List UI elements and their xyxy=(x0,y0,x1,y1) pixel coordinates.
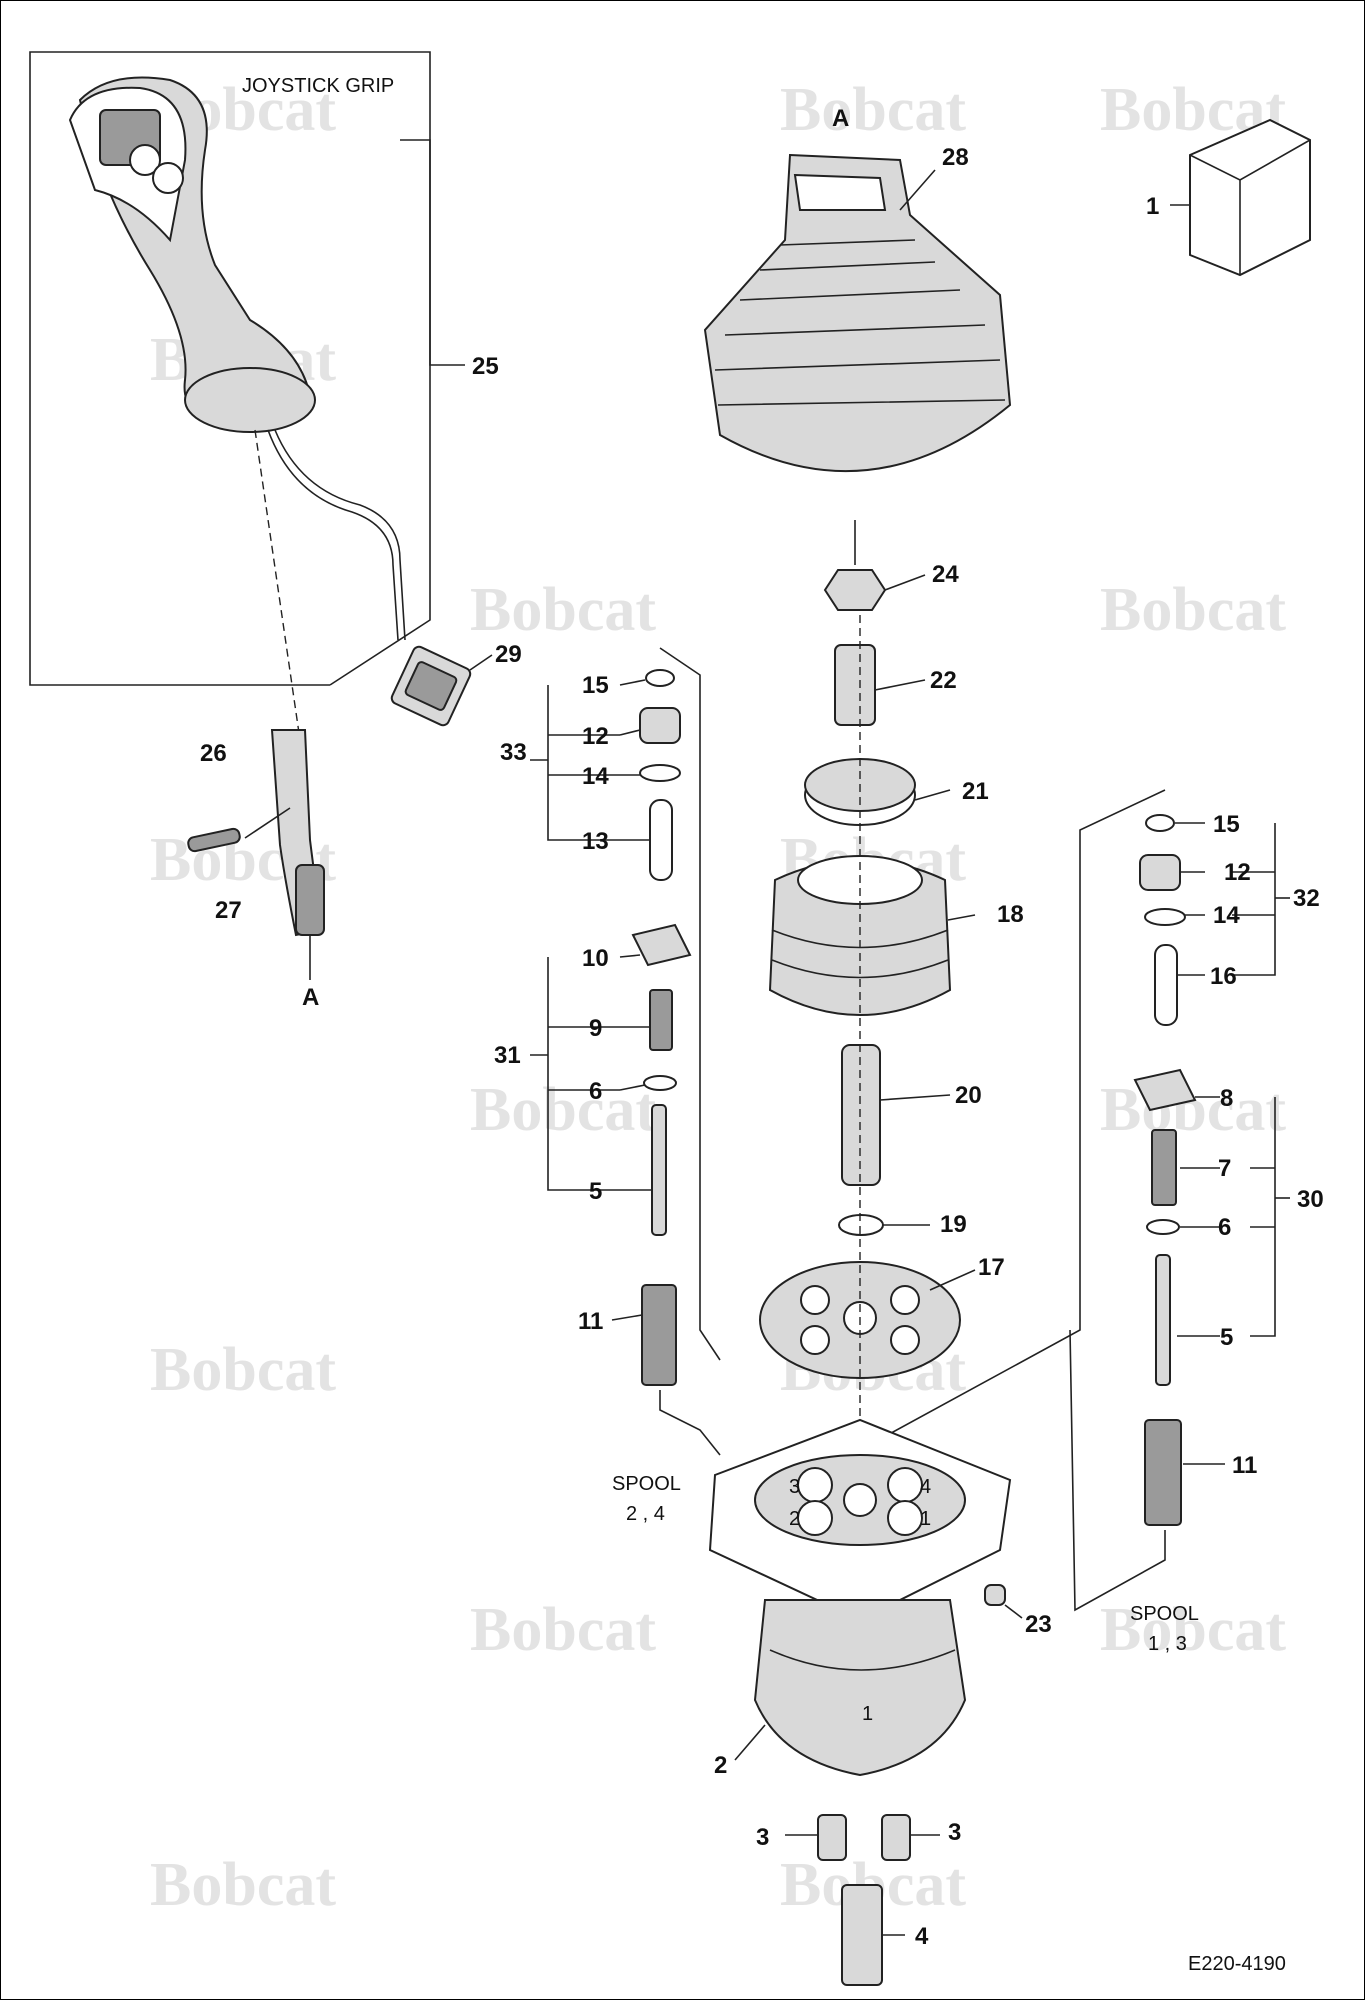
callout-23: 23 xyxy=(1025,1611,1052,1638)
section-mark-a-top: A xyxy=(832,105,849,132)
spool-label-right-title: SPOOL xyxy=(1130,1603,1199,1625)
callout-2: 2 xyxy=(714,1752,727,1779)
callout-24: 24 xyxy=(932,561,959,588)
spool-label-left-numbers: 2 , 4 xyxy=(626,1503,665,1525)
port-number: 2 xyxy=(789,1508,800,1530)
callout-5-left: 5 xyxy=(589,1178,602,1205)
callout-32: 32 xyxy=(1293,885,1320,912)
callout-26: 26 xyxy=(200,740,227,767)
watermark-text: Bobcat xyxy=(1100,1076,1286,1144)
callout-15-left: 15 xyxy=(582,672,609,699)
callout-25: 25 xyxy=(472,353,499,380)
callout-11-left: 11 xyxy=(578,1308,603,1335)
callout-18: 18 xyxy=(997,901,1024,928)
callout-16: 16 xyxy=(1210,963,1237,990)
callout-13: 13 xyxy=(582,828,609,855)
section-mark-a-lever: A xyxy=(302,984,319,1011)
callout-9: 9 xyxy=(589,1015,602,1042)
callout-6-left: 6 xyxy=(589,1078,602,1105)
center-stack xyxy=(759,569,961,1500)
spool-label-right-numbers: 1 , 3 xyxy=(1148,1633,1187,1655)
callout-12-right: 12 xyxy=(1224,859,1251,886)
callout-8: 8 xyxy=(1220,1085,1233,1112)
callout-28: 28 xyxy=(942,144,969,171)
diagram-labels: A A SPOOL 2 , 4 SPOOL 1 , 3 3 4 2 1 1 E2… xyxy=(302,105,1286,1975)
port-number: 1 xyxy=(920,1508,931,1530)
callout-27: 27 xyxy=(215,897,242,924)
connector-29 xyxy=(390,645,472,727)
callout-22: 22 xyxy=(930,667,957,694)
reference-code: E220-4190 xyxy=(1188,1953,1286,1975)
watermark-text: Bobcat xyxy=(470,1596,656,1664)
callout-33: 33 xyxy=(500,739,527,766)
watermark-text: Bobcat xyxy=(150,1851,336,1919)
inset-title: JOYSTICK GRIP xyxy=(242,75,394,97)
callout-19: 19 xyxy=(940,1211,967,1238)
right-spool-stack xyxy=(859,789,1197,1612)
callout-14-left: 14 xyxy=(582,763,609,790)
callout-12-left: 12 xyxy=(582,723,609,750)
valve-body-2 xyxy=(708,1418,1012,1986)
callout-20: 20 xyxy=(955,1082,982,1109)
port-number: 4 xyxy=(920,1476,931,1498)
callout-30: 30 xyxy=(1297,1186,1324,1213)
watermark-text: Bobcat xyxy=(780,76,966,144)
callout-leaders xyxy=(400,139,1290,1936)
spool-label-left-title: SPOOL xyxy=(612,1473,681,1495)
lever-26 xyxy=(187,729,325,980)
callout-numbers: 28 1 25 24 29 22 15 12 33 14 21 26 13 27… xyxy=(200,144,1324,1950)
callout-5-right: 5 xyxy=(1220,1324,1233,1351)
watermark-text: Bobcat xyxy=(150,1336,336,1404)
kit-box-1 xyxy=(1189,118,1311,277)
port-number: 3 xyxy=(789,1476,800,1498)
callout-4: 4 xyxy=(915,1923,929,1950)
callout-17: 17 xyxy=(978,1254,1005,1281)
callout-15-right: 15 xyxy=(1213,811,1240,838)
callout-29: 29 xyxy=(495,641,522,668)
callout-14-right: 14 xyxy=(1213,902,1240,929)
body-mark: 1 xyxy=(862,1703,873,1725)
callout-3-right: 3 xyxy=(948,1819,961,1846)
watermark-text: Bobcat xyxy=(470,1076,656,1144)
watermark-text: Bobcat xyxy=(1100,1596,1286,1664)
callout-10: 10 xyxy=(582,945,609,972)
callout-21: 21 xyxy=(962,778,989,805)
callout-1: 1 xyxy=(1146,193,1159,220)
callout-7: 7 xyxy=(1218,1155,1231,1182)
callout-3-left: 3 xyxy=(756,1824,769,1851)
callout-6-right: 6 xyxy=(1218,1214,1231,1241)
watermark-text: Bobcat xyxy=(470,576,656,644)
callout-11-right: 11 xyxy=(1232,1452,1257,1479)
callout-31: 31 xyxy=(494,1042,521,1069)
watermark-text: Bobcat xyxy=(1100,576,1286,644)
joystick-grip-inset: JOYSTICK GRIP xyxy=(29,51,431,741)
left-spool-stack xyxy=(631,647,721,1456)
boot-28 xyxy=(703,153,1012,565)
